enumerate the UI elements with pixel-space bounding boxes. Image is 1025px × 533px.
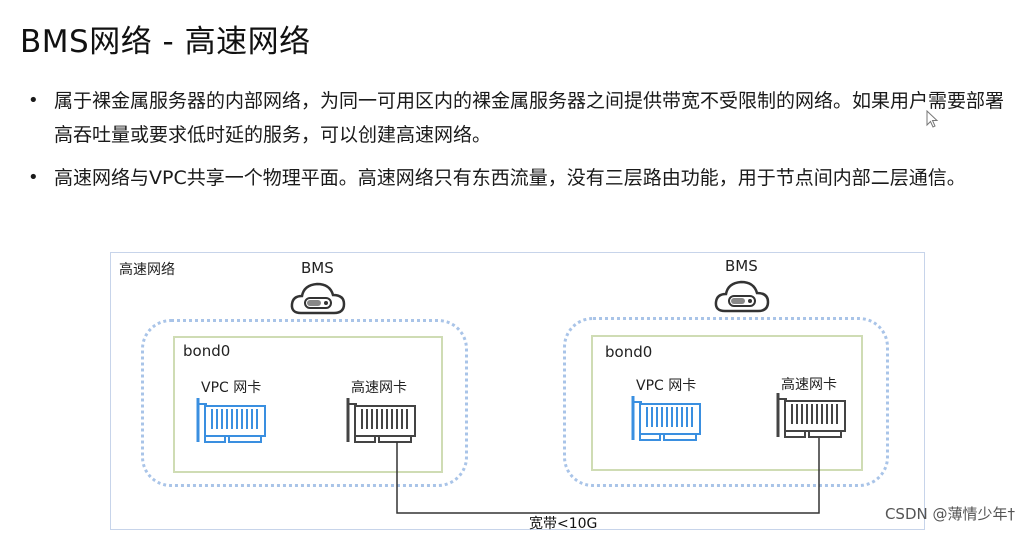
bullet-list: • 属于裸金属服务器的内部网络，为同一可用区内的裸金属服务器之间提供带宽不受限制… bbox=[28, 84, 1018, 204]
bullet-item: • 属于裸金属服务器的内部网络，为同一可用区内的裸金属服务器之间提供带宽不受限制… bbox=[28, 84, 1018, 152]
bandwidth-label: 宽带<10G bbox=[529, 516, 598, 532]
vpc-nic-card-icon bbox=[631, 396, 701, 441]
watermark: CSDN @薄情少年† bbox=[884, 505, 1015, 523]
bond-label: bond0 bbox=[605, 343, 653, 361]
high-speed-network-diagram: 高速网络 BMS bond0 VPC 网卡 高速网卡 bbox=[110, 252, 925, 532]
vpc-nic-label: VPC 网卡 bbox=[636, 378, 697, 394]
high-speed-nic-card-icon bbox=[346, 398, 416, 443]
high-speed-nic-card-icon bbox=[776, 393, 846, 438]
bullet-text: 高速网络与VPC共享一个物理平面。高速网络只有东西流量，没有三层路由功能，用于节… bbox=[54, 167, 966, 189]
high-speed-link bbox=[396, 438, 820, 514]
bms-server-icon bbox=[714, 280, 770, 313]
vpc-nic-card-icon bbox=[196, 398, 266, 443]
bond0-container: bond0 bbox=[173, 336, 443, 473]
bms-node-boundary bbox=[563, 317, 889, 487]
mouse-cursor-icon bbox=[926, 110, 939, 128]
bms-label: BMS bbox=[725, 257, 758, 275]
high-speed-nic-label: 高速网卡 bbox=[351, 380, 407, 396]
network-label: 高速网络 bbox=[119, 262, 175, 278]
high-speed-nic-label: 高速网卡 bbox=[781, 377, 837, 393]
bullet-item: • 高速网络与VPC共享一个物理平面。高速网络只有东西流量，没有三层路由功能，用… bbox=[28, 161, 1018, 195]
page-title: BMS网络 - 高速网络 bbox=[20, 24, 311, 60]
bullet-text: 属于裸金属服务器的内部网络，为同一可用区内的裸金属服务器之间提供带宽不受限制的网… bbox=[54, 90, 1005, 146]
bms-server-icon bbox=[290, 282, 346, 315]
vpc-nic-label: VPC 网卡 bbox=[201, 380, 262, 396]
bullet-dot: • bbox=[28, 90, 39, 111]
bms-node-boundary bbox=[141, 319, 468, 487]
bond-label: bond0 bbox=[183, 342, 231, 360]
bullet-dot: • bbox=[28, 167, 39, 188]
bms-label: BMS bbox=[301, 259, 334, 277]
